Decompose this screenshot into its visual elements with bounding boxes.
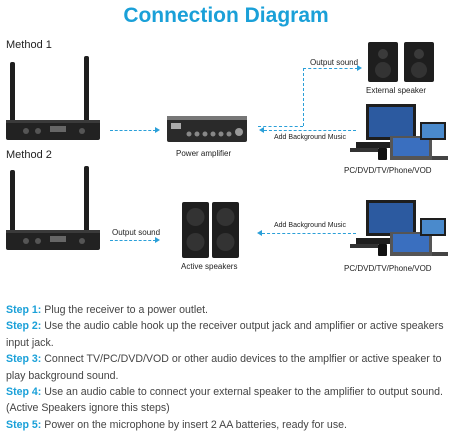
background-music-label-1: Add Background Music (274, 134, 346, 141)
audio-sources-devices-2 (350, 200, 448, 256)
step-5-key: Step 5: (6, 418, 42, 431)
connector-amp-output (258, 126, 303, 127)
connector-receiver-to-amplifier (110, 130, 156, 131)
step-3: Step 3: Connect TV/PC/DVD/VOD or other a… (6, 351, 446, 384)
method2-label: Method 2 (6, 149, 52, 161)
wireless-receiver-1 (6, 56, 100, 140)
step-1: Step 1: Plug the receiver to a power out… (6, 302, 446, 318)
step-2-key: Step 2: (6, 320, 42, 333)
arrow-left-icon (259, 127, 264, 133)
arrow-left-icon (257, 230, 262, 236)
sources-label-1: PC/DVD/TV/Phone/VOD (344, 166, 432, 175)
step-4: Step 4: Use an audio cable to connect yo… (6, 384, 446, 417)
step-5-text: Power on the microphone by insert 2 AA b… (41, 418, 347, 431)
step-2-text: Use the audio cable hook up the receiver… (6, 320, 444, 349)
active-speakers-label: Active speakers (181, 262, 238, 271)
connector-receiver-to-speakers (110, 240, 156, 241)
wireless-receiver-2 (6, 166, 100, 250)
steps-list: Step 1: Plug the receiver to a power out… (6, 302, 446, 433)
power-amplifier-device (167, 116, 247, 142)
step-2: Step 2: Use the audio cable hook up the … (6, 318, 446, 351)
diagram-title: Connection Diagram (123, 4, 329, 27)
external-speaker-device (368, 42, 434, 82)
audio-sources-devices-1 (350, 104, 448, 160)
sources-label-2: PC/DVD/TV/Phone/VOD (344, 264, 432, 273)
active-speakers-device (182, 202, 239, 258)
output-sound-label-1: Output sound (310, 58, 359, 67)
method1-label: Method 1 (6, 39, 52, 51)
step-1-text: Plug the receiver to a power outlet. (41, 304, 208, 316)
arrow-right-icon (155, 127, 160, 133)
connector-amp-to-speaker-horizontal (303, 68, 358, 69)
arrow-right-icon (357, 65, 362, 71)
output-sound-label-2: Output sound (112, 228, 161, 237)
step-3-key: Step 3: (6, 353, 42, 366)
background-music-label-2: Add Background Music (274, 222, 346, 229)
step-1-key: Step 1: (6, 304, 42, 316)
arrow-right-icon (155, 237, 160, 243)
external-speaker-label: External speaker (366, 86, 427, 95)
step-3-text: Connect TV/PC/DVD/VOD or other audio dev… (6, 353, 442, 382)
connector-amp-to-speaker-vertical (303, 68, 304, 126)
power-amplifier-label: Power amplifier (176, 149, 232, 158)
step-4-key: Step 4: (6, 386, 42, 399)
connector-sources-to-speakers (262, 233, 356, 234)
step-4-text: Use an audio cable to connect your exter… (6, 386, 443, 415)
step-5: Step 5: Power on the microphone by inser… (6, 417, 446, 433)
connector-sources-to-amplifier (264, 130, 356, 131)
